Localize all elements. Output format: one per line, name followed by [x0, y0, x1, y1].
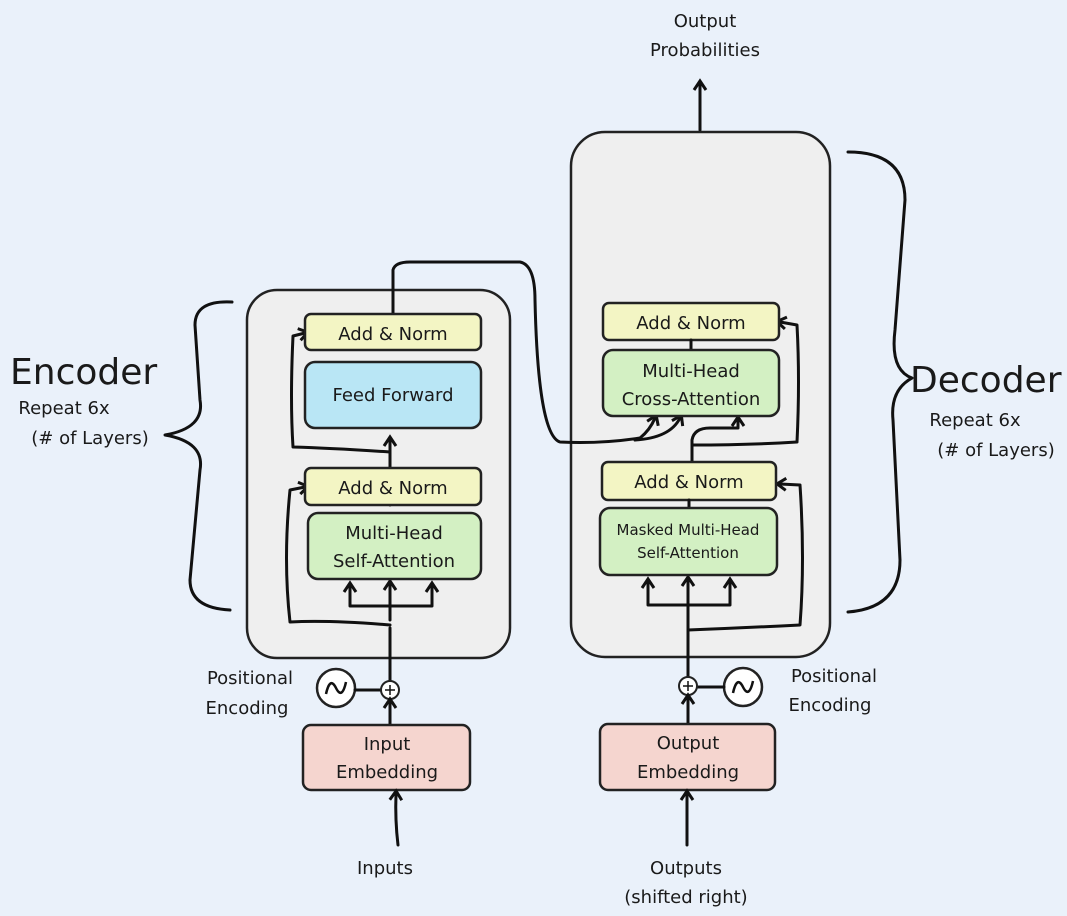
output-probabilities-line1: Output [674, 11, 737, 32]
decoder-cross-q [690, 414, 746, 464]
decoder-residual-2 [690, 315, 800, 447]
input-embedding-line2: Embedding [336, 762, 438, 783]
decoder-cross-attention-line2: Cross-Attention [622, 389, 761, 410]
decoder-label: Decoder [910, 360, 1062, 401]
inputs-arrow [388, 788, 404, 847]
decoder-cross-attention-line1: Multi-Head [642, 361, 740, 382]
encoder-attention-line1: Multi-Head [345, 523, 443, 544]
encoder-positional-line2: Encoding [206, 698, 289, 719]
encoder-repeat: Repeat 6x [18, 398, 110, 419]
encoder-add-norm-bottom-label: Add & Norm [338, 478, 447, 499]
decoder-brace [846, 150, 914, 614]
encoder-positional-line1: Positional [207, 668, 293, 689]
encoder-attn-k [388, 580, 440, 608]
encoder-to-decoder-wire [391, 260, 660, 444]
inputs-label: Inputs [357, 858, 413, 879]
encoder-layers: (# of Layers) [31, 428, 148, 449]
decoder-positional-line2: Encoding [789, 695, 872, 716]
output-embedding-line1: Output [657, 733, 720, 754]
decoder-attn-k [686, 576, 738, 607]
encoder-attn-q [342, 580, 392, 608]
decoder-masked-attention [598, 506, 779, 577]
encoder-to-decoder-k [633, 412, 685, 442]
encoder-self-attention [306, 511, 483, 581]
outputs-label-line1: Outputs [650, 858, 722, 879]
outputs-label-line2: (shifted right) [624, 887, 747, 908]
input-embedding [301, 723, 472, 792]
encoder-add-norm-top [303, 312, 483, 352]
decoder-plus-sign [683, 681, 693, 691]
encoder-label: Encoder [10, 352, 157, 393]
decoder-layers: (# of Layers) [937, 440, 1054, 461]
encoder-sine-wave [324, 681, 348, 695]
decoder-masked-attention-line1: Masked Multi-Head [617, 521, 760, 539]
encoder-feed-forward-label: Feed Forward [332, 385, 453, 406]
encoder-attention-line2: Self-Attention [333, 551, 455, 572]
decoder-repeat: Repeat 6x [929, 410, 1021, 431]
decoder-positional-line1: Positional [791, 666, 877, 687]
encoder-add-norm-top-label: Add & Norm [338, 324, 447, 345]
decoder-sine-wave [731, 680, 755, 694]
encoder-residual-2 [290, 327, 392, 454]
decoder-cross-attention [601, 348, 781, 418]
encoder-feed-forward [303, 360, 483, 430]
encoder-plus-sign [385, 685, 395, 695]
encoder-brace [163, 300, 234, 612]
encoder-add-norm-bottom [303, 466, 483, 507]
decoder-masked-attention-line2: Self-Attention [637, 544, 739, 562]
output-embedding-line2: Embedding [637, 762, 739, 783]
decoder-attn-q [640, 576, 690, 607]
decoder-add-norm-bottom-label: Add & Norm [634, 472, 743, 493]
input-embedding-line1: Input [364, 734, 411, 755]
encoder-residual-1 [285, 480, 392, 627]
decoder-add-norm-top-label: Add & Norm [636, 313, 745, 334]
output-probabilities-line2: Probabilities [650, 40, 760, 61]
decoder-residual-1 [686, 477, 804, 632]
